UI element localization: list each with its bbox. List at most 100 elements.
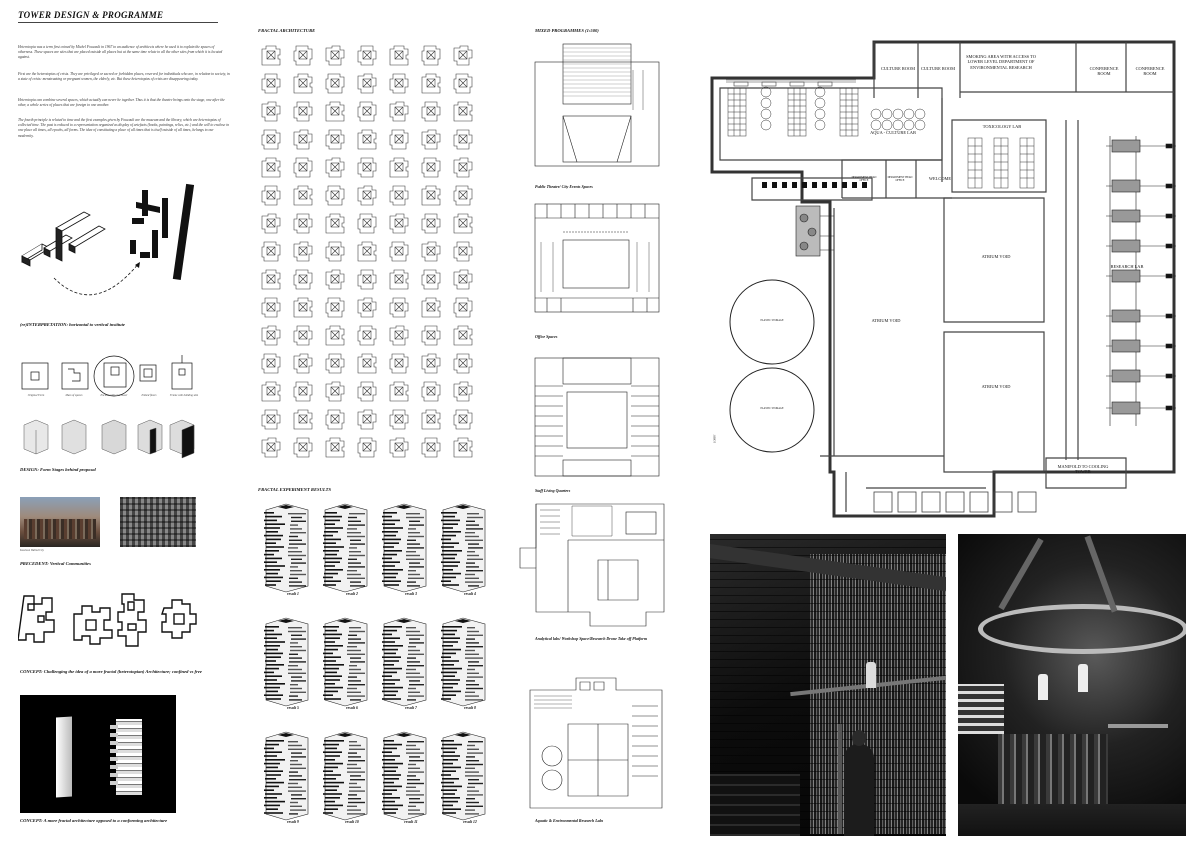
fractal-module (421, 269, 441, 290)
fractal-module (325, 241, 345, 262)
room-department-head-1: DEPARTMENT HEAD OFFICE (851, 176, 877, 183)
result-label-4: result 4 (464, 592, 476, 596)
concept-render (20, 695, 176, 813)
fractal-module (453, 241, 473, 262)
fractal-module (453, 213, 473, 234)
fractal-module (421, 157, 441, 178)
fractal-module (261, 297, 281, 318)
intro-paragraph-3: Heterotopia can combine several spaces, … (18, 98, 225, 108)
fractal-module (421, 185, 441, 206)
render-atrium-lab (710, 534, 946, 836)
fractal-module (261, 101, 281, 122)
fractal-tower-render (323, 617, 368, 707)
fractal-module (357, 325, 377, 346)
plan-public-theatre (534, 43, 660, 167)
fractal-module (453, 353, 473, 374)
fractal-module (325, 45, 345, 66)
fractal-module (389, 297, 409, 318)
result-label-11: result 11 (404, 820, 418, 824)
fractal-module (421, 213, 441, 234)
fractal-module (325, 73, 345, 94)
fractal-tower-render (441, 503, 486, 593)
tank-label-1: PLASTIC STORAGE (760, 319, 784, 322)
fractal-module (421, 409, 441, 430)
result-label-2: result 2 (346, 592, 358, 596)
fractal-module (389, 437, 409, 458)
room-culture-1: CULTURE ROOM (880, 66, 916, 71)
fractal-module (421, 381, 441, 402)
fractal-module (293, 381, 313, 402)
plan-label-analytical: Analytical labs/ Workshop Space/Research… (535, 636, 647, 641)
result-label-6: result 6 (346, 706, 358, 710)
fractal-module (261, 129, 281, 150)
fractal-module (293, 269, 313, 290)
fractal-module (357, 73, 377, 94)
room-smoking-area: SMOKING AREA WITH ACCESS TO LOWER LEVEL … (966, 54, 1036, 70)
fractal-module (325, 101, 345, 122)
plan-analytical-labs (519, 503, 665, 627)
room-research-lab: RESEARCH LAB (1110, 264, 1144, 269)
fractal-module (293, 437, 313, 458)
fractal-module (421, 73, 441, 94)
fractal-module (261, 325, 281, 346)
fractal-tower-render (441, 617, 486, 707)
room-conference-1: CONFERENCE ROOM (1089, 66, 1119, 77)
fractal-module (325, 157, 345, 178)
caption-reinterpretation: (re)INTERPRETATION: horizontal to vertic… (20, 322, 125, 327)
precedent-photo-vertical (120, 497, 196, 547)
fractal-module (357, 101, 377, 122)
fractal-module (325, 185, 345, 206)
fractal-tower-render (264, 503, 309, 593)
fractal-module (453, 381, 473, 402)
fractal-module (293, 409, 313, 430)
room-atrium-void-a: ATRIUM VOID (981, 254, 1011, 259)
fractal-tower-render (323, 503, 368, 593)
fractal-module (357, 129, 377, 150)
plan-label-staff: Staff Living Quarters (535, 488, 571, 493)
fractal-module (261, 269, 281, 290)
fractal-module (389, 409, 409, 430)
fractal-tower-render (264, 617, 309, 707)
room-conference-2: CONFERENCE ROOM (1135, 66, 1165, 77)
fractal-module (389, 157, 409, 178)
room-toxicology-lab: TOXICOLOGY LAB (982, 124, 1022, 129)
fractal-module (261, 73, 281, 94)
fractal-module (453, 185, 473, 206)
room-manifold: MANIFOLD TO COOLING TOWER (1057, 464, 1109, 475)
fractal-module (261, 157, 281, 178)
precedent-label: Kowloon Walled City (20, 549, 44, 552)
fractal-module (293, 185, 313, 206)
fractal-module (389, 185, 409, 206)
fractal-module (421, 241, 441, 262)
title-rule (18, 22, 218, 23)
fractal-module (453, 269, 473, 290)
fractal-module (389, 269, 409, 290)
plan-staff-quarters (534, 357, 660, 477)
form-stage-label-3: Enclose with core tower (100, 394, 128, 397)
fractal-module (261, 45, 281, 66)
fractal-module (293, 241, 313, 262)
fractal-module (389, 381, 409, 402)
fractal-module (325, 409, 345, 430)
fractal-module (357, 45, 377, 66)
fractal-module (293, 297, 313, 318)
precedent-photo-kowloon (20, 497, 100, 547)
fractal-module (261, 409, 281, 430)
fractal-tower-render (323, 731, 368, 821)
render-research-lab (958, 534, 1186, 836)
fractal-module (453, 437, 473, 458)
fractal-module (453, 101, 473, 122)
research-floor-plan (710, 40, 1176, 518)
room-atrium-void-main: ATRIUM VOID (871, 318, 901, 323)
fractal-module (421, 129, 441, 150)
fractal-module (389, 73, 409, 94)
room-department-head-2: DEPARTMENT HEAD OFFICE (887, 176, 913, 183)
fractal-module (389, 129, 409, 150)
intro-paragraph-1: Heterotopia was a term first coined by M… (18, 45, 223, 60)
fractal-module (389, 45, 409, 66)
fractal-module (421, 297, 441, 318)
fractal-module (293, 353, 313, 374)
fractal-module (325, 353, 345, 374)
fractal-module (325, 325, 345, 346)
plan-aquatic-labs (529, 677, 663, 809)
